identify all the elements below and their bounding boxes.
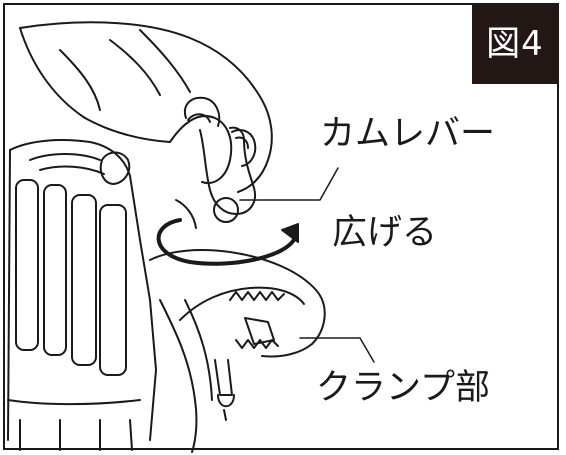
cam-lever-label: カムレバー (320, 114, 496, 154)
clamp-label: クランプ部 (316, 368, 490, 408)
hand-drawing (19, 21, 273, 193)
clamp-drawing (149, 249, 326, 453)
cam-lever-drawing (175, 126, 256, 229)
figure-frame (3, 3, 559, 450)
curved-arrow-icon (156, 218, 299, 266)
figure-number-badge: 図4 (472, 5, 558, 84)
spread-label: 広げる (332, 213, 438, 253)
tool-body-drawing (7, 139, 157, 451)
leader-lines (239, 167, 375, 363)
